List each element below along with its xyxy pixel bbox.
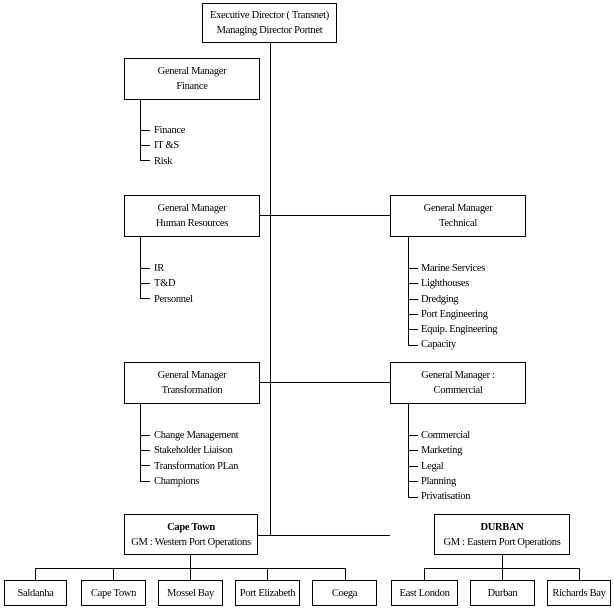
port-box: Durban <box>470 580 535 606</box>
gm-commercial-dept: Commercial <box>433 385 483 396</box>
eastern-region-title: DURBAN <box>480 521 524 533</box>
commercial-item: Commercial <box>421 430 470 441</box>
finance-bracket <box>140 100 150 161</box>
port-box: East London <box>391 580 458 606</box>
executive-director-box: Executive Director ( Transnet) Managing … <box>202 3 337 43</box>
gm-transformation-title: General Manager <box>157 370 227 381</box>
transformation-item: Transformation PLan <box>154 460 239 472</box>
hr-items: IR T&D Personnel <box>154 261 193 307</box>
technical-items: Marine Services Lighthouses Dredging Por… <box>421 261 498 353</box>
transformation-item: Change Management <box>154 430 239 441</box>
gm-transformation-box: General Manager Transformation <box>124 362 260 404</box>
port-label: Port Elizabeth <box>239 587 296 599</box>
eastern-gm-title: GM : Eastern Port Operations <box>443 536 561 548</box>
gm-commercial-title: General Manager : <box>421 370 495 381</box>
finance-items: Finance IT &S Risk <box>154 123 185 169</box>
port-box: Port Elizabeth <box>235 580 300 606</box>
hr-item: IR <box>154 263 164 274</box>
hr-item: T&D <box>154 278 176 290</box>
technical-item: Lighthouses <box>421 278 470 290</box>
technical-item: Port Engineering <box>421 308 488 320</box>
technical-bracket <box>408 237 418 346</box>
western-region-title: Cape Town <box>167 521 215 533</box>
transformation-item: Champions <box>154 475 200 487</box>
gm-finance-box: General Manager Finance <box>124 58 260 100</box>
commercial-item: Privatisation <box>421 491 471 503</box>
executive-subtitle: Managing Director Portnet <box>216 25 323 36</box>
commercial-item: Marketing <box>421 445 463 457</box>
western-gm-title: GM : Western Port Operations <box>131 536 251 548</box>
hr-item: Personnel <box>154 293 193 305</box>
gm-finance-title: General Manager <box>157 66 227 77</box>
port-box: Richards Bay <box>547 580 611 606</box>
gm-hr-title: General Manager <box>157 203 227 214</box>
port-label: Coega <box>331 587 358 599</box>
gm-western-port-ops-box: Cape Town GM : Western Port Operations <box>124 514 258 555</box>
gm-technical-title: General Manager <box>423 203 493 214</box>
technical-item: Marine Services <box>421 263 486 274</box>
port-label: Mossel Bay <box>167 587 214 599</box>
gm-technical-dept: Technical <box>439 218 477 229</box>
port-label: Cape Town <box>90 587 137 599</box>
technical-item: Capacity <box>421 339 456 351</box>
commercial-item: Planning <box>421 475 456 487</box>
hr-bracket <box>140 237 150 299</box>
gm-finance-dept: Finance <box>176 81 208 92</box>
gm-eastern-port-ops-box: DURBAN GM : Eastern Port Operations <box>434 514 570 555</box>
port-label: East London <box>399 587 450 599</box>
commercial-item: Legal <box>421 460 444 472</box>
port-label: Durban <box>487 587 518 599</box>
gm-hr-dept: Human Resources <box>155 218 229 229</box>
technical-item: Dredging <box>421 293 459 305</box>
executive-title: Executive Director ( Transnet) <box>209 10 329 21</box>
port-box: Saldanha <box>4 580 67 606</box>
technical-item: Equip. Engineering <box>421 324 498 336</box>
eastern-ports-connectors <box>424 555 580 580</box>
transformation-bracket <box>140 404 150 482</box>
western-ports-connectors <box>35 555 346 580</box>
commercial-items: Commercial Marketing Legal Planning Priv… <box>421 428 470 504</box>
finance-item: Risk <box>154 155 173 167</box>
transformation-items: Change Management Stakeholder Liaison Tr… <box>154 428 239 489</box>
gm-human-resources-box: General Manager Human Resources <box>124 195 260 237</box>
commercial-bracket <box>408 404 418 498</box>
port-box: Coega <box>312 580 377 606</box>
finance-item: Finance <box>154 125 186 136</box>
finance-item: IT &S <box>154 140 179 152</box>
gm-technical-box: General Manager Technical <box>390 195 526 237</box>
port-label: Richards Bay <box>552 587 606 599</box>
gm-transformation-dept: Transformation <box>161 385 223 396</box>
port-box: Cape Town <box>81 580 146 606</box>
transformation-item: Stakeholder Liaison <box>154 445 233 457</box>
port-label: Saldanha <box>17 587 54 599</box>
gm-commercial-box: General Manager : Commercial <box>390 362 526 404</box>
port-box: Mossel Bay <box>158 580 223 606</box>
